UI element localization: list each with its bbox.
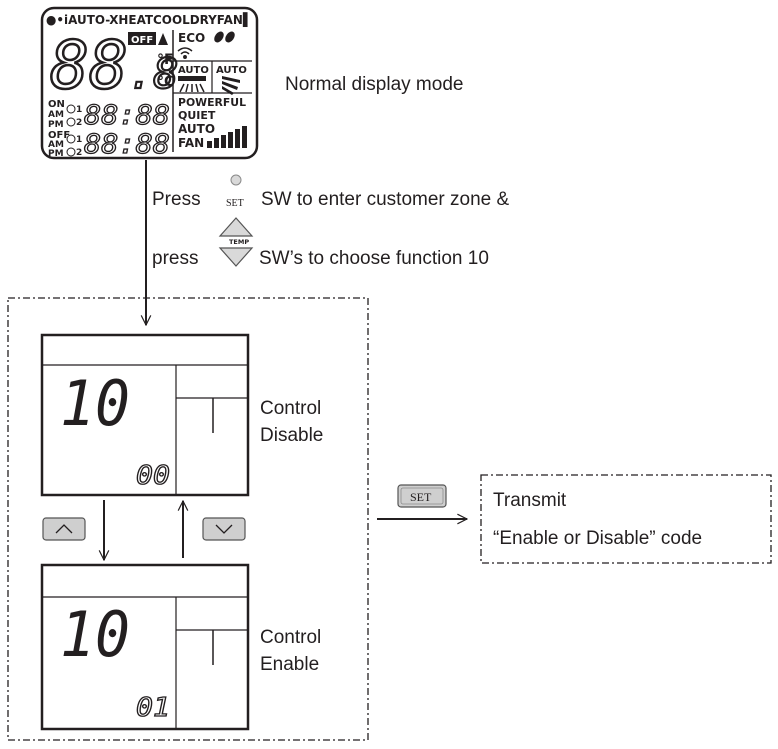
- powerful-label: POWERFUL: [178, 96, 246, 109]
- down-button[interactable]: [202, 517, 246, 541]
- wifi-icon: [177, 47, 193, 59]
- chevron-down-icon: [215, 524, 233, 534]
- transmit-line-1: Transmit: [493, 490, 567, 511]
- control-disable-label-2: Disable: [260, 425, 323, 446]
- temp-label: TEMP: [229, 238, 249, 246]
- code-enable: 01: [136, 693, 170, 723]
- auto-right-label: AUTO: [216, 65, 247, 76]
- am-label-2: AM: [48, 140, 64, 150]
- code-disable: 00: [136, 461, 170, 491]
- transmit-line-2: “Enable or Disable” code: [493, 528, 702, 549]
- instruction-press-2: press: [152, 248, 198, 269]
- instruction-line-1: SW to enter customer zone &: [261, 189, 509, 210]
- timer-off-time: 88:88: [84, 129, 170, 160]
- auto-fan-label-2: FAN: [178, 136, 204, 150]
- clock-icon: [66, 104, 76, 157]
- vertical-swing-icon: [179, 83, 205, 93]
- mode-bar: ●•iAUTO-XHEATCOOLDRYFAN▌: [46, 12, 252, 28]
- control-disable-label-1: Control: [260, 398, 321, 419]
- normal-display-mode-label: Normal display mode: [285, 74, 463, 95]
- instruction-line-2: SW’s to choose function 10: [259, 248, 489, 269]
- control-enable-label-1: Control: [260, 627, 321, 648]
- customer-zone-box: [7, 297, 369, 741]
- up-button[interactable]: [42, 517, 86, 541]
- swing-bar-icon: [178, 76, 206, 81]
- function-number-disable: 10: [60, 367, 130, 440]
- off-badge-bg: [128, 32, 156, 45]
- chevron-up-icon: [55, 524, 73, 534]
- off-badge: OFF: [131, 35, 153, 46]
- leaf-icon: [214, 31, 235, 43]
- on-label: ON: [48, 99, 65, 110]
- temperature-decimal: .8: [128, 49, 179, 98]
- auto-fan-label-1: AUTO: [178, 122, 215, 136]
- unit-celsius: °C: [157, 74, 174, 90]
- lcd-disable: 10 00: [40, 333, 250, 497]
- fan-speed-bars-icon: [207, 126, 247, 148]
- timer-on-time: 88:88: [84, 100, 170, 131]
- normal-display-lcd: ●•iAUTO-XHEATCOOLDRYFAN▌ 88 .8 OFF °F °C…: [40, 6, 259, 161]
- set-button[interactable]: [397, 484, 447, 508]
- pm-label-2: PM: [48, 149, 64, 159]
- eco-label: ECO: [178, 31, 205, 45]
- set-button-label: SET: [410, 490, 432, 504]
- temperature-digits: 88: [50, 27, 128, 104]
- lcd-enable: 10 01: [40, 563, 250, 731]
- function-number-enable: 10: [60, 598, 130, 671]
- transmit-box: [480, 474, 772, 564]
- instruction-press: Press: [152, 189, 201, 210]
- unit-fahrenheit: °F: [157, 52, 174, 68]
- timer-3-number: 1: [76, 135, 82, 145]
- up-triangle-icon: [158, 33, 168, 45]
- temp-down-icon: [218, 247, 254, 267]
- set-small-label: SET: [226, 198, 244, 209]
- quiet-label: QUIET: [178, 109, 216, 122]
- pm-label-1: PM: [48, 120, 64, 130]
- off-label: OFF: [48, 130, 70, 141]
- auto-left-label: AUTO: [178, 65, 209, 76]
- lcd-frame: [40, 6, 259, 160]
- am-label-1: AM: [48, 110, 64, 120]
- control-enable-label-2: Enable: [260, 654, 319, 675]
- temp-up-icon: [218, 217, 254, 237]
- set-dot-icon: [230, 174, 242, 186]
- timer-4-number: 2: [76, 148, 82, 158]
- timer-2-number: 2: [76, 118, 82, 128]
- timer-1-number: 1: [76, 105, 82, 115]
